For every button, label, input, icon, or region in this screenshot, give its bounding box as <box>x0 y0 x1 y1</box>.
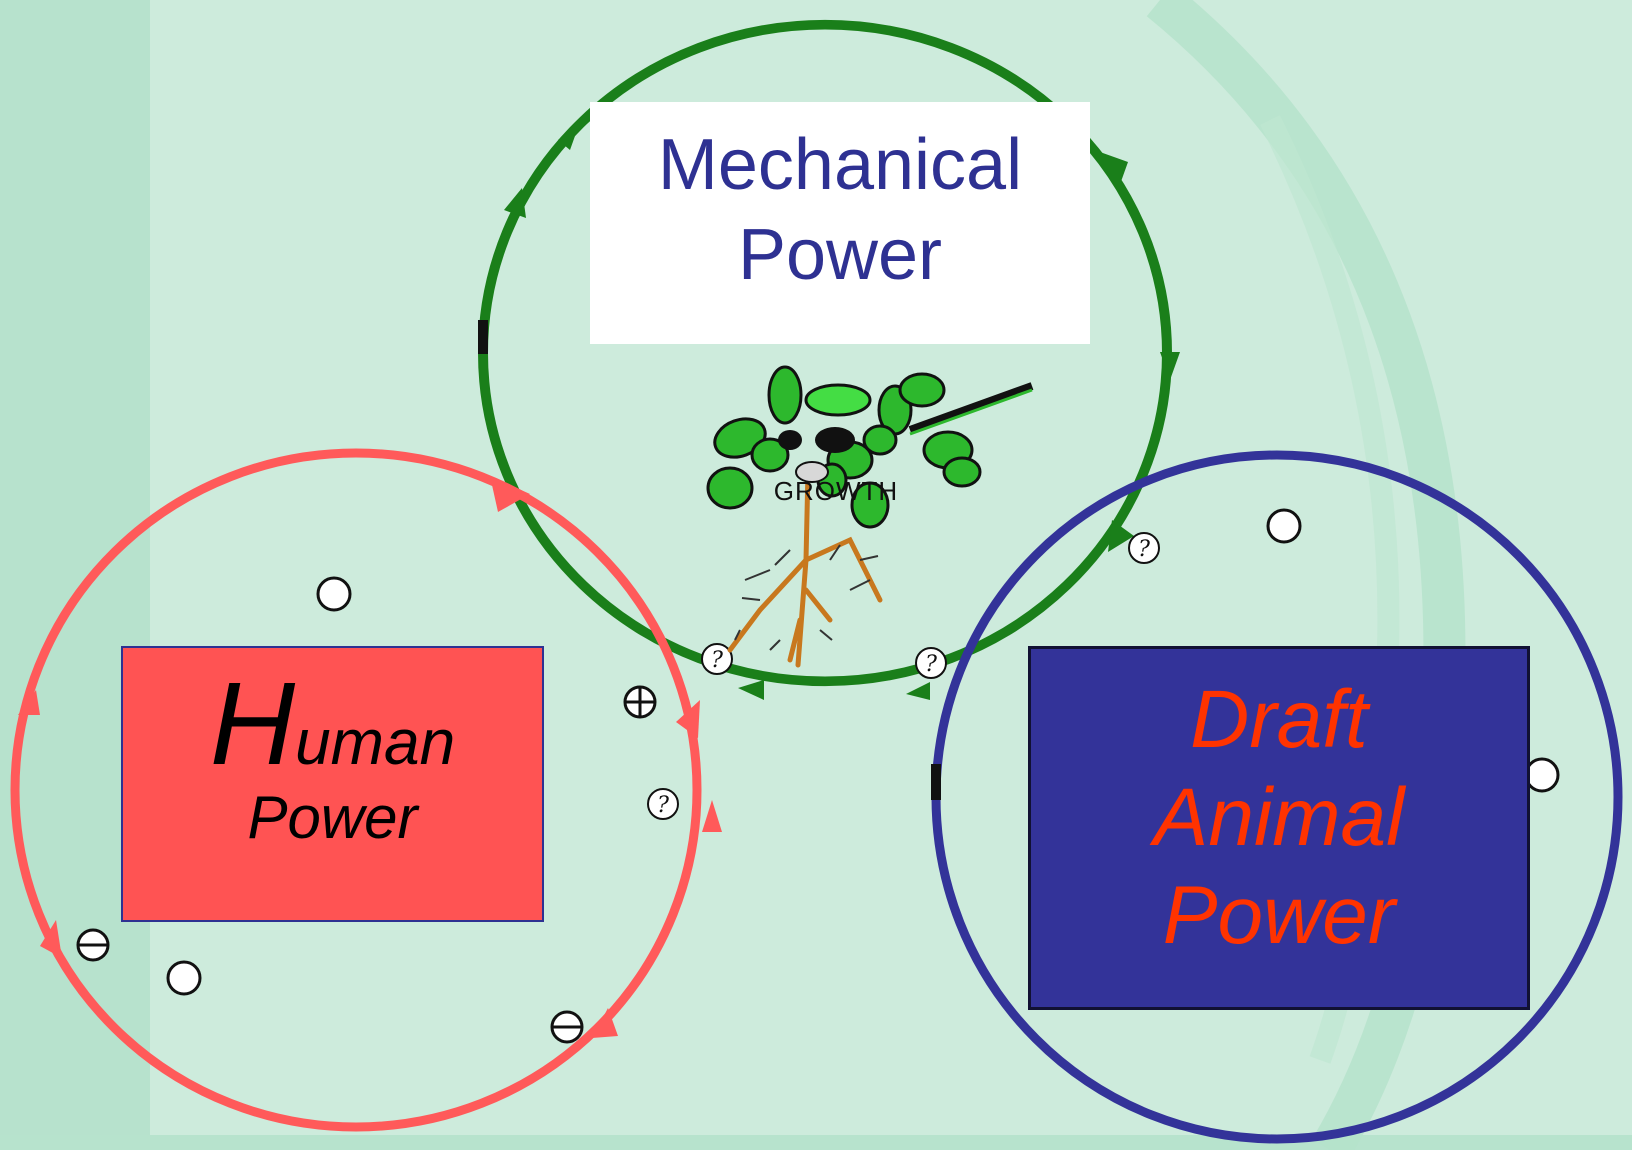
svg-text:?: ? <box>1138 537 1150 562</box>
human-power-circle <box>10 448 702 1132</box>
mechanical-cycle-arrows <box>504 122 1180 700</box>
svg-text:?: ? <box>657 793 669 818</box>
empty-circle-icon <box>1524 757 1560 793</box>
human-power-line1: Human <box>123 665 542 788</box>
plus-circle-icon <box>623 685 657 719</box>
question-mark-markers: ? ? ? ? <box>647 532 1160 820</box>
draft-circle-tick <box>931 764 941 800</box>
human-power-rest: uman <box>295 706 456 778</box>
minus-circle-icon <box>550 1010 584 1044</box>
question-mark-icon: ? <box>1128 532 1160 564</box>
mechanical-power-line2: Power <box>737 215 943 295</box>
mechanical-circle-tick <box>478 320 488 354</box>
human-power-box: Human Power <box>121 646 544 922</box>
draft-power-line3: Power <box>1162 870 1396 961</box>
human-power-line2: Power <box>247 784 418 851</box>
human-cycle-arrows <box>18 476 722 1038</box>
draft-animal-power-box: Draft Animal Power <box>1028 646 1530 1010</box>
empty-circle-icon <box>166 960 202 996</box>
empty-circle-icon <box>1266 508 1302 544</box>
question-mark-icon: ? <box>647 788 679 820</box>
human-power-initial: H <box>209 658 296 790</box>
draft-power-line1: Draft <box>1190 674 1368 765</box>
plant-growth-label: GROWTH <box>773 476 899 506</box>
svg-text:?: ? <box>925 652 937 677</box>
mechanical-power-line1: Mechanical <box>657 125 1023 205</box>
plant-icon <box>706 365 1034 668</box>
minus-circle-icon <box>76 928 110 962</box>
mechanical-power-box: Mechanical Power <box>590 102 1090 344</box>
draft-power-line2: Animal <box>1153 772 1405 863</box>
question-mark-icon: ? <box>701 643 733 675</box>
empty-circle-icon <box>316 576 352 612</box>
svg-text:?: ? <box>711 648 723 673</box>
question-mark-icon: ? <box>915 647 947 679</box>
